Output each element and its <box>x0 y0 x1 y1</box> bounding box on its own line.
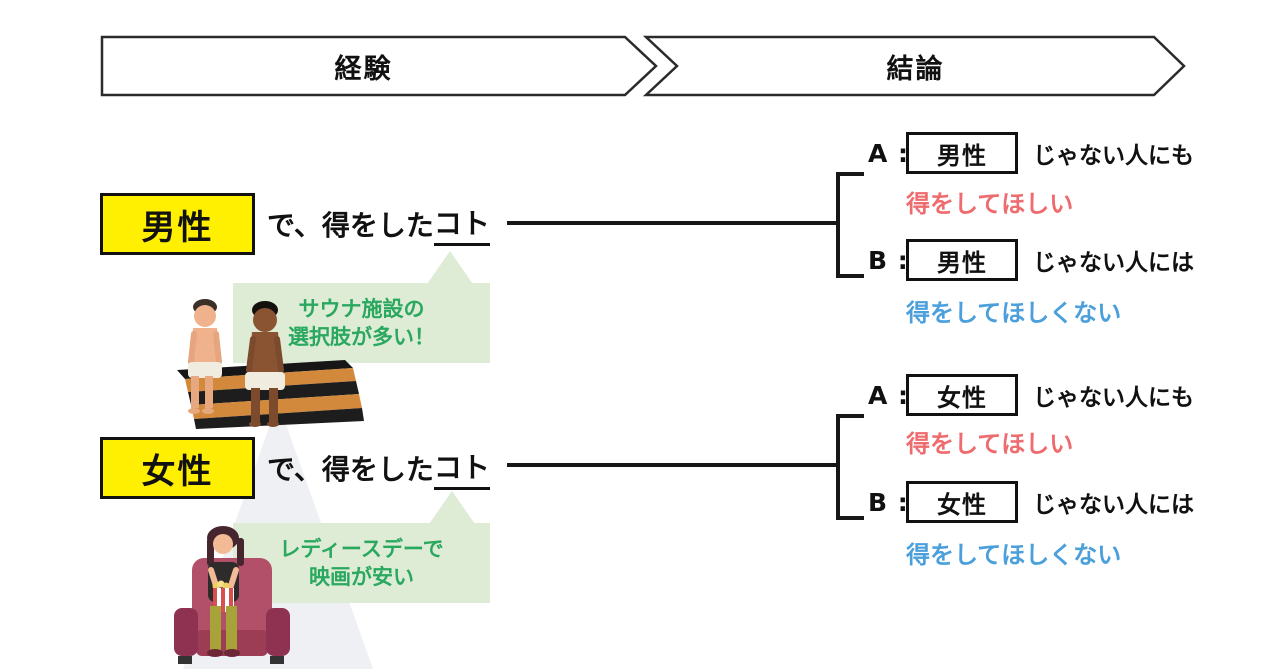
sauna-bubble-line2: 選択肢が多い！ <box>288 325 435 349</box>
connector-line-female <box>507 463 838 467</box>
bracket-female-vertical <box>836 414 840 520</box>
cinema-bubble-line1: レディースデーで <box>279 537 444 561</box>
option-b-female-label: B : <box>868 487 909 517</box>
option-a-female-label: A : <box>868 380 910 410</box>
header-banners <box>100 35 1186 97</box>
sauna-bubble: サウナ施設の 選択肢が多い！ <box>233 283 490 363</box>
subject-box-female: 女性 <box>100 437 255 499</box>
option-b-female-box: 女性 <box>906 481 1018 523</box>
statement-female-prefix: で、得をした <box>267 453 434 486</box>
option-b-female-result: 得をしてほしくない <box>906 541 1122 569</box>
statement-male-underlined: コト <box>433 202 490 246</box>
statement-male: で、得をしたコト <box>267 193 490 255</box>
cinema-bubble-line2: 映画が安い <box>309 565 414 589</box>
option-a-female-suffix: じゃない人にも <box>1033 385 1194 411</box>
statement-female-underlined: コト <box>433 446 490 490</box>
subject-box-female-label: 女性 <box>141 451 214 492</box>
conclusion-banner-label: 結論 <box>886 53 945 85</box>
option-a-male-box: 男性 <box>906 132 1018 174</box>
option-b-male-result: 得をしてほしくない <box>906 299 1122 327</box>
cinema-bubble-tail <box>429 491 475 524</box>
cinema-seat-armrests <box>174 608 290 664</box>
bracket-male-vertical <box>836 172 840 278</box>
bracket-female-top-arm <box>836 414 864 418</box>
cinema-woman <box>207 526 244 657</box>
bracket-male-top-arm <box>836 172 864 176</box>
option-b-male-box: 男性 <box>906 239 1018 281</box>
sauna-bubble-tail <box>427 251 473 284</box>
bracket-female-bottom-arm <box>836 516 864 520</box>
cinema-woman-illustration <box>174 526 290 664</box>
option-a-male-suffix: じゃない人にも <box>1033 143 1194 169</box>
experience-banner-shape <box>100 35 658 97</box>
sauna-man-dark <box>245 301 285 427</box>
option-b-female-suffix: じゃない人には <box>1033 492 1194 518</box>
option-a-female-box-label: 女性 <box>937 383 987 412</box>
option-a-male-result: 得をしてほしい <box>906 190 1074 218</box>
bracket-male-bottom-arm <box>836 274 864 278</box>
option-b-male-box-label: 男性 <box>937 248 987 277</box>
option-b-male-suffix: じゃない人には <box>1033 250 1194 276</box>
subject-box-male: 男性 <box>100 193 255 255</box>
option-b-male-label: B : <box>868 245 909 275</box>
sauna-man-light <box>188 299 222 414</box>
sauna-bubble-line1: サウナ施設の <box>298 297 425 321</box>
option-a-female-result: 得をしてほしい <box>906 430 1074 458</box>
connector-line-male <box>507 221 838 225</box>
experience-banner-label: 経験 <box>334 53 393 85</box>
conclusion-banner-shape <box>642 35 1186 97</box>
cinema-bubble: レディースデーで 映画が安い <box>233 523 490 603</box>
statement-female: で、得をしたコト <box>267 437 490 499</box>
sauna-men-illustration <box>177 299 364 429</box>
subject-box-male-label: 男性 <box>141 207 214 248</box>
option-a-male-label: A : <box>868 138 910 168</box>
option-b-female-box-label: 女性 <box>937 490 987 519</box>
option-a-female-box: 女性 <box>906 374 1018 416</box>
option-a-male-box-label: 男性 <box>937 141 987 170</box>
statement-male-prefix: で、得をした <box>267 209 434 242</box>
